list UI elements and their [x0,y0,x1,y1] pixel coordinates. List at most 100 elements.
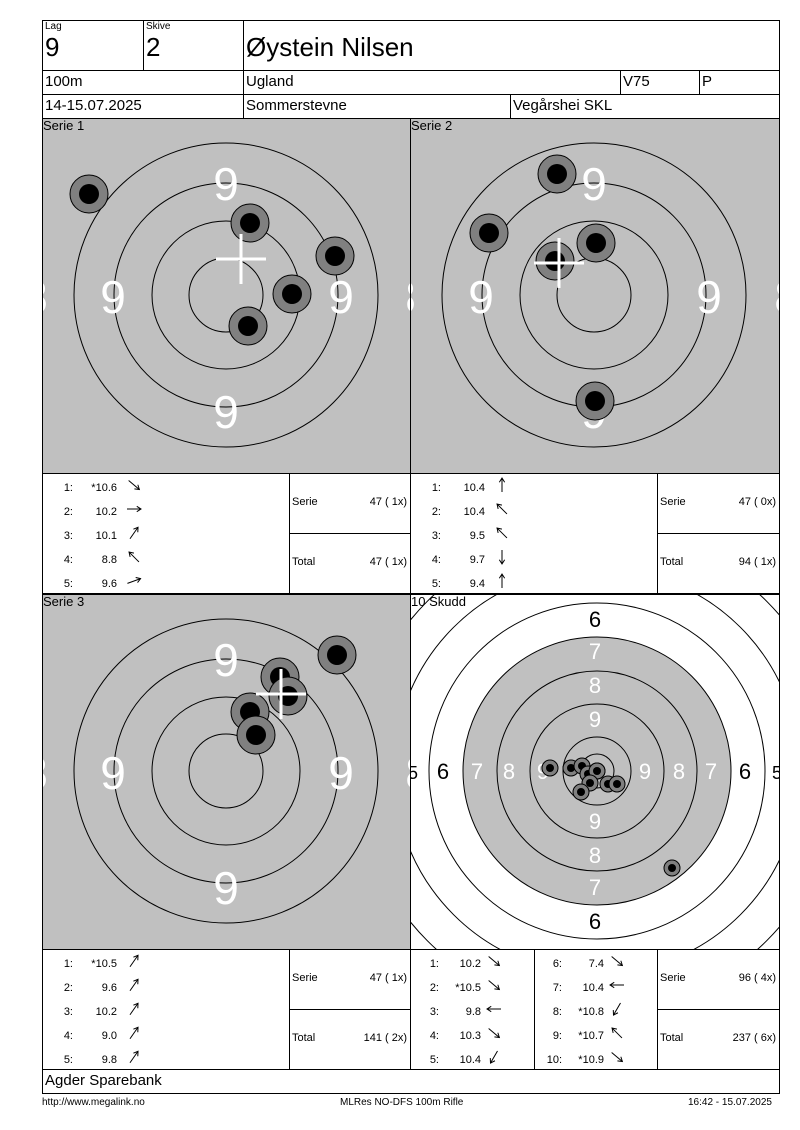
arrow-wrap [125,524,147,548]
shooter-name: Øystein Nilsen [246,32,414,62]
skive-cell: Skive 2 [143,20,244,71]
target-face: 567899876567899876 [411,595,779,949]
shot-row: 2:9.6 [43,976,147,994]
shot-value: 10.2 [459,957,481,970]
target-background [43,119,410,473]
shot-number: 8: [552,1005,562,1018]
shot-value: 10.4 [582,981,604,994]
serie-value: 47 ( 1x) [369,972,407,984]
shot-number: 5: [63,1053,73,1066]
shot-row: 10:*10.9 [534,1048,630,1066]
total-label: Total [292,556,316,568]
lag-label: Lag [45,21,62,32]
ring-label-edge: 8 [411,271,416,323]
shot-row: 9:*10.7 [534,1024,630,1042]
ring-9 [113,658,339,884]
ring-x [188,733,264,809]
target-panel: 999988Serie 1 [42,118,411,474]
summary-hline [289,1009,410,1010]
shot-value: 8.8 [101,553,117,566]
ring-label-right: 9 [696,271,722,323]
arrow-wrap [608,1024,630,1048]
total-label: Total [660,556,684,568]
ring-label-vb: 6 [589,909,601,934]
shot-value: 9.7 [469,553,485,566]
arrow-wrap [125,1048,147,1072]
shot-value: 9.8 [101,1053,117,1066]
event-cell: Sommerstevne [243,94,511,119]
shot-number: 2: [63,981,73,994]
shot-value: 9.5 [469,529,485,542]
serie-label: Serie [660,496,686,508]
arrow-wrap [125,976,147,1000]
distance: 100m [45,73,83,90]
shot-value: *10.9 [578,1053,604,1066]
shot-number: 5: [63,577,73,590]
shot-value: 10.3 [459,1029,481,1042]
serie-label: Serie [292,496,318,508]
arrow-wrap [125,952,147,976]
arrow-wrap [125,1000,147,1024]
shot-hole [593,767,601,775]
shot-number: 1: [429,957,439,970]
shot-hole [586,779,594,787]
shot-value: 10.2 [95,505,117,518]
ring-8-outer [73,618,379,924]
shot-row: 2:10.4 [411,500,515,518]
direction-arrow-icon [129,1026,139,1040]
direction-arrow-icon [127,505,142,513]
direction-arrow-icon [612,1002,621,1016]
ring-6 [428,602,766,940]
direction-arrow-icon [498,573,506,588]
shot-number: 9: [552,1029,562,1042]
ring-label-edge: 8 [405,747,410,799]
shot-number: 5: [429,1053,439,1066]
ring-label-edge: 8 [405,271,410,323]
arrow-wrap [125,476,147,500]
shot-hole [546,764,554,772]
direction-arrow-icon [129,1050,139,1064]
ring-10 [151,696,301,846]
shot-value: 9.4 [469,577,485,590]
ring-label-h: 8 [673,759,685,784]
panel-title: 10 Skudd [411,594,466,609]
shot-value: 9.6 [101,577,117,590]
arrow-wrap [125,548,147,572]
ring-inner-8 [496,670,698,872]
shot-hole [79,184,99,204]
shot-hole [282,284,302,304]
direction-arrow-icon [128,551,140,563]
distance-cell: 100m [42,70,244,95]
ring-label-right: 9 [328,747,354,799]
ring-9 [113,182,339,408]
shooter-name-cell: Øystein Nilsen [243,20,780,71]
total-value: 47 ( 1x) [369,556,407,568]
summary-hline [657,533,779,534]
direction-arrow-icon [129,1002,139,1016]
panel-title: Serie 3 [43,594,85,609]
shot-row: 2:*10.5 [411,976,507,994]
ring-label-left: 9 [100,271,126,323]
position-cell: P [699,70,780,95]
arrow-wrap [608,1048,630,1072]
ring-label-vb: 9 [589,809,601,834]
ring-label-h: 8 [503,759,515,784]
serie-value: 47 ( 1x) [369,496,407,508]
footer-timestamp: 16:42 - 15.07.2025 [688,1097,772,1108]
shot-hole [613,780,621,788]
shot-row: 6:7.4 [534,952,630,970]
ring-label-h: 7 [705,759,717,784]
direction-arrow-icon [486,1005,501,1013]
club: Ugland [246,73,294,90]
shot-number: 2: [63,505,73,518]
shot-hole [545,251,565,271]
shot-value: 9.0 [101,1029,117,1042]
ring-label-top: 9 [213,158,239,210]
ring-inner-10 [562,736,632,806]
target-panel: 999988Serie 3 [42,594,411,950]
class: V75 [623,73,650,90]
total-label: Total [292,1032,316,1044]
shot-hole [278,686,298,706]
